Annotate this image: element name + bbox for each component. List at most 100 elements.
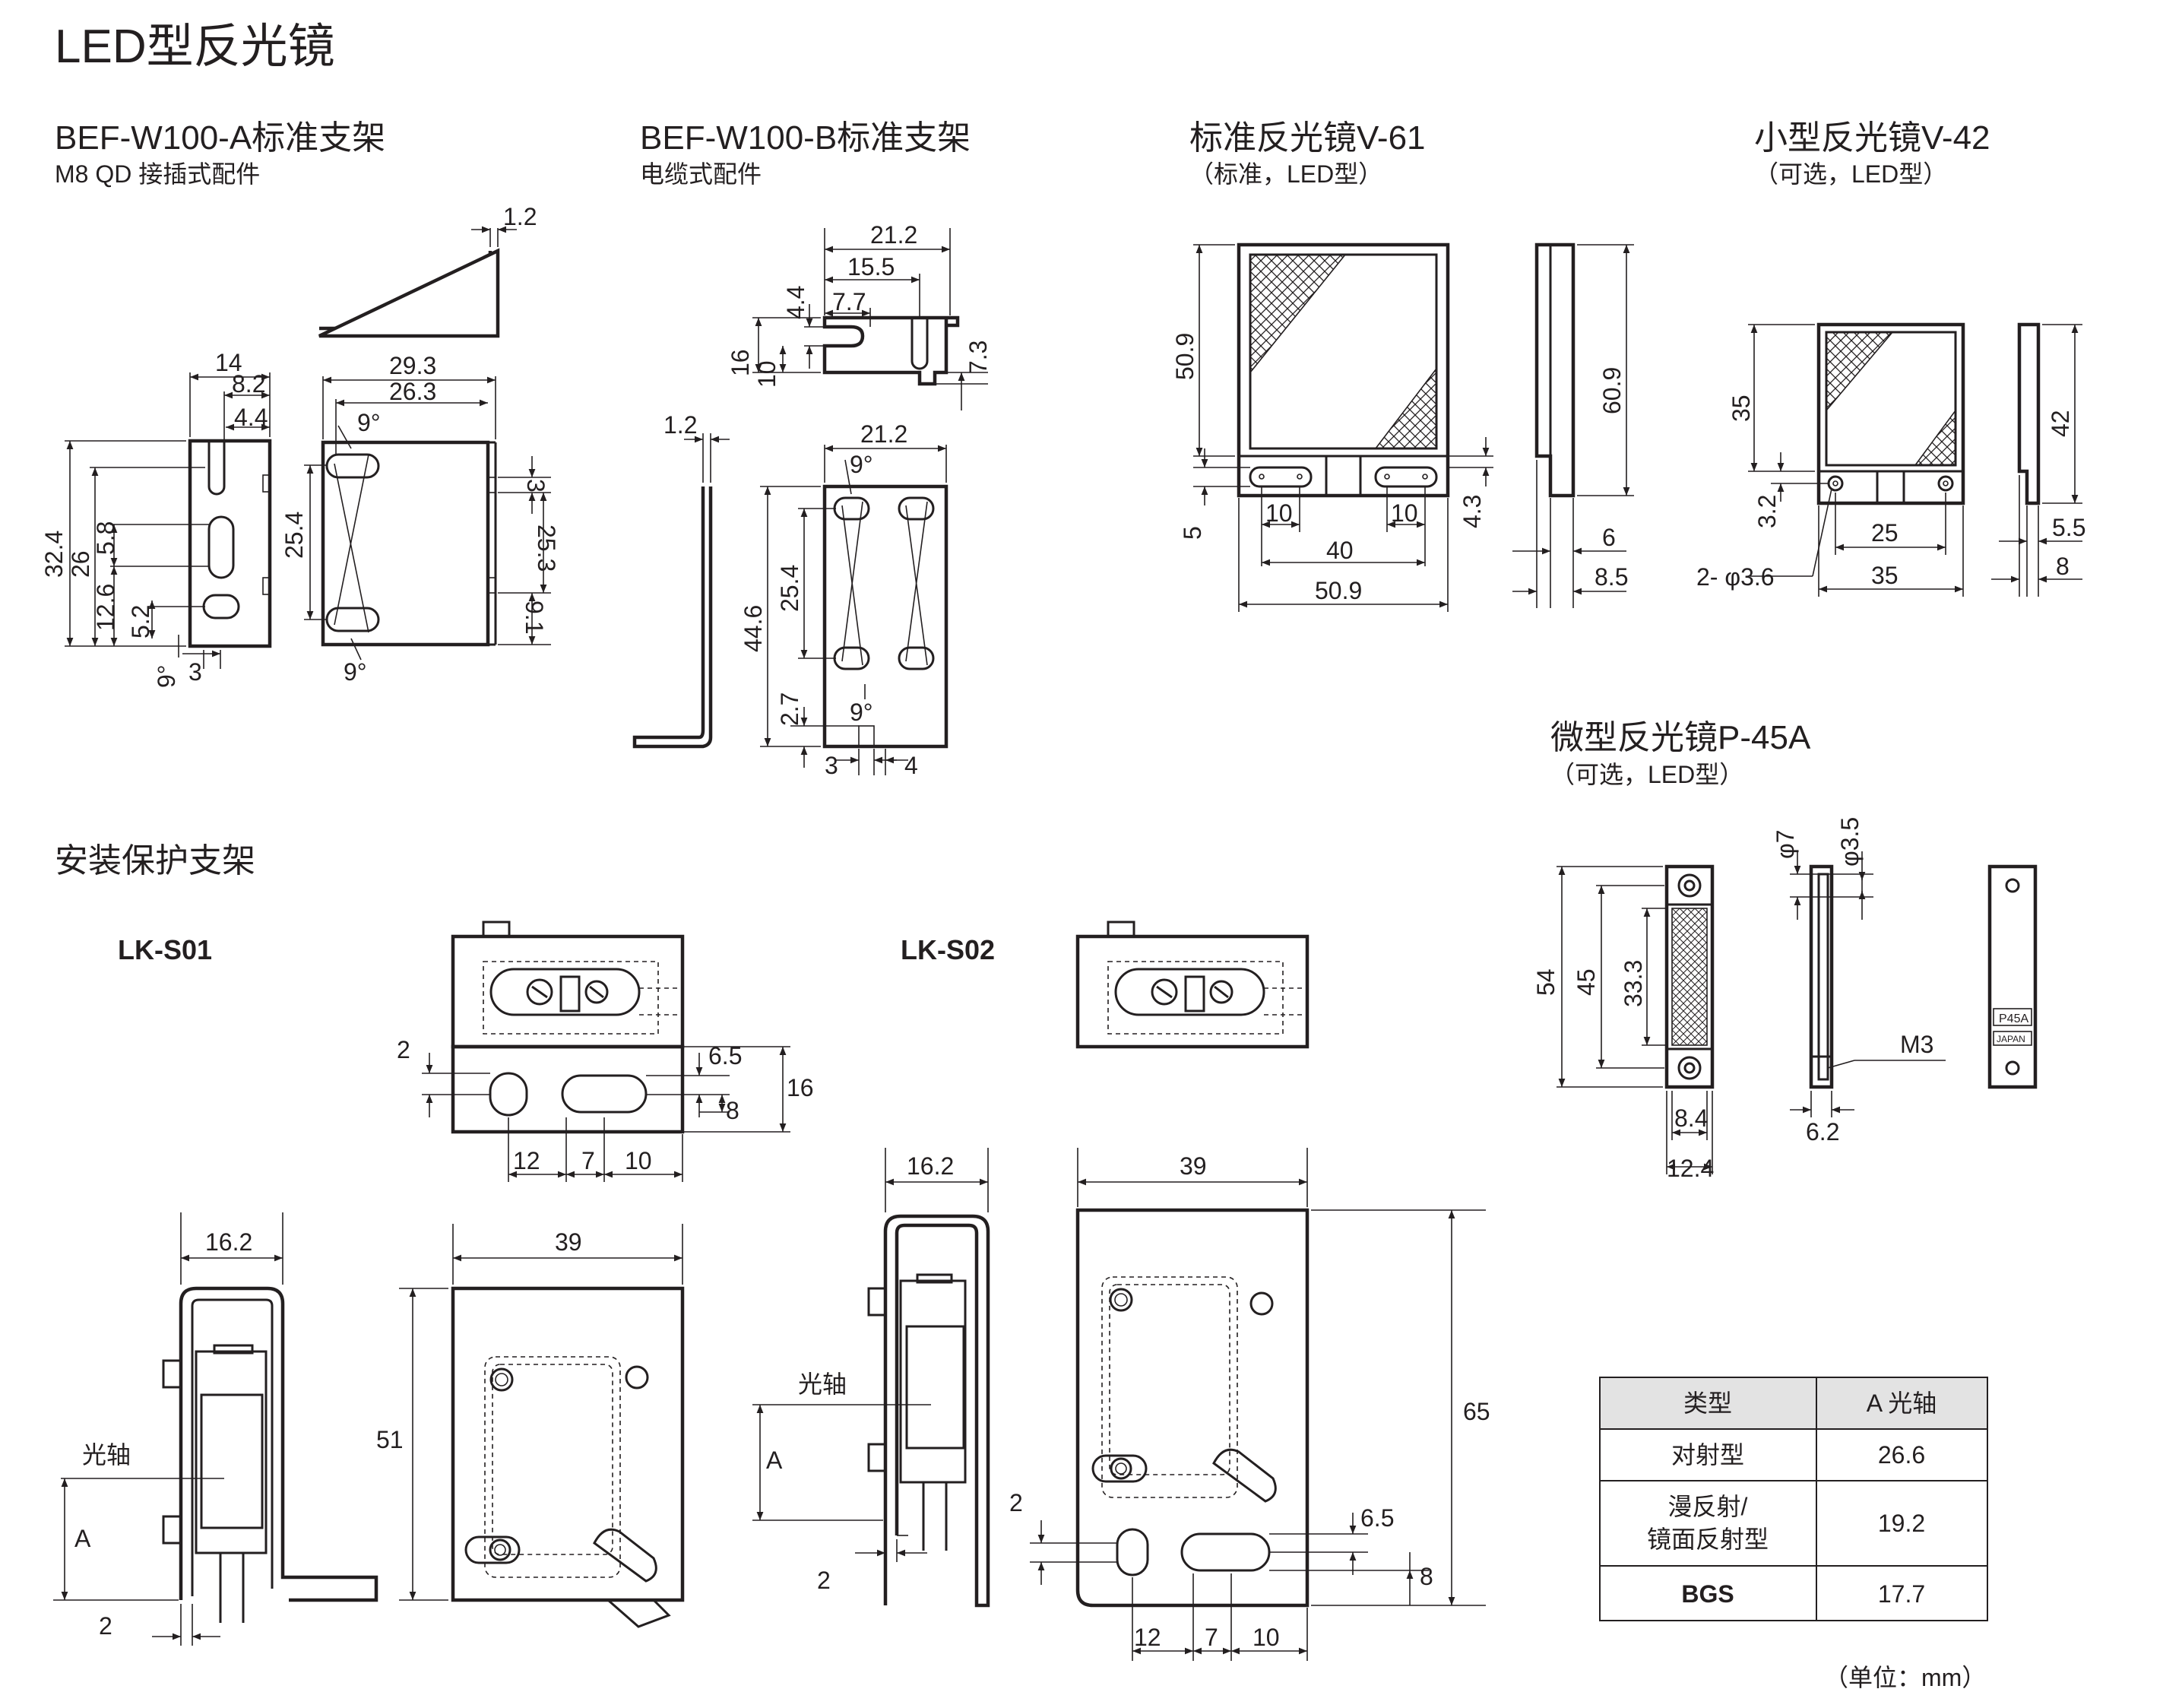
v42-dim: 3.2 [1753, 495, 1781, 528]
v61-title: 标准反光镜V-61 [1189, 119, 1426, 157]
v42-dim: 42 [2047, 410, 2074, 437]
bef-a-dim: 3 [522, 479, 549, 493]
p45a-dim: M3 [1900, 1031, 1933, 1058]
lks02-dim: 39 [1180, 1152, 1207, 1180]
lks01-dim: 39 [555, 1228, 582, 1256]
v61-dim: 10 [1391, 499, 1418, 527]
v42-dim: 2- φ3.6 [1696, 563, 1775, 591]
p45a-dim: 33.3 [1620, 960, 1647, 1007]
bef-b-dim: 44.6 [739, 605, 767, 652]
table-cell-value: 26.6 [1878, 1441, 1925, 1469]
page-title: LED型反光镜 [55, 21, 335, 73]
bef-b-dim: 16 [727, 349, 754, 376]
p45a-dim: 6.2 [1806, 1118, 1839, 1146]
bef-a-dim: 3 [188, 658, 202, 686]
bef-b-dim: 7.3 [964, 341, 992, 374]
bef-a-dim: 25.3 [533, 524, 560, 572]
bef-b-title: BEF-W100-B标准支架 [640, 119, 971, 157]
v42-dim: 35 [1871, 562, 1899, 589]
v42-title: 小型反光镜V-42 [1754, 119, 1990, 157]
v61-drawing: 标准反光镜V-61 （标准，LED型） 50.9 5 10 10 4.3 [1171, 119, 1634, 612]
table-cell-value: 17.7 [1878, 1580, 1925, 1608]
bef-a-dim: 25.4 [280, 512, 308, 559]
bef-a-dim: 26.3 [389, 378, 436, 405]
v61-dim: 5 [1179, 526, 1206, 540]
v61-dim: 50.9 [1315, 577, 1362, 604]
v61-dim: 60.9 [1598, 367, 1626, 414]
lks01-dim: 10 [625, 1147, 652, 1174]
table-cell-type: BGS [1681, 1580, 1734, 1608]
bef-a-dim: 8.2 [232, 370, 265, 398]
bef-b-subtitle: 电缆式配件 [640, 160, 762, 188]
lks01-dim: 16 [787, 1074, 814, 1101]
bef-b-dim: 4 [904, 752, 918, 779]
table-header: 类型 [1683, 1390, 1732, 1417]
bef-a-dim: 9° [344, 658, 367, 686]
p45a-dim: φ7 [1772, 829, 1799, 859]
v61-dim: 8.5 [1595, 563, 1628, 591]
lks02-dim: 65 [1463, 1398, 1490, 1425]
v42-subtitle: （可选，LED型） [1754, 160, 1947, 188]
p45a-dim: 8.4 [1674, 1104, 1708, 1132]
lks02-dim: 8 [1420, 1563, 1433, 1590]
bef-b-dim: 3 [825, 752, 838, 779]
bef-a-dim: 9° [153, 664, 180, 688]
bef-a-dim: 1.2 [503, 203, 537, 230]
table-header: A 光轴 [1867, 1390, 1937, 1417]
lks02-dim: 2 [817, 1567, 831, 1594]
v42-dim: 8 [2056, 553, 2070, 580]
bef-b-dim: 4.4 [782, 286, 809, 319]
bef-b-dim: 10 [753, 360, 781, 388]
lks02-drawing: LK-S02 16.2 光轴 A 2 [752, 921, 1490, 1661]
lks01-dim: 7 [581, 1147, 595, 1174]
lks01-dim: 51 [376, 1426, 404, 1453]
lks02-dim: 7 [1205, 1624, 1218, 1651]
lks02-dim: 2 [1009, 1489, 1023, 1516]
table-cell-value: 19.2 [1878, 1510, 1925, 1537]
p45a-plate-text: P45A [1999, 1012, 2028, 1025]
v42-dim: 25 [1871, 519, 1899, 547]
bef-b-dim: 9° [850, 699, 873, 726]
lks01-dim: 12 [513, 1147, 540, 1174]
bef-b-dim: 2.7 [776, 692, 803, 726]
lks01-dim: 16.2 [205, 1228, 252, 1256]
v61-dim: 10 [1265, 499, 1293, 527]
bef-a-dim: 9° [357, 409, 381, 436]
v42-drawing: 小型反光镜V-42 （可选，LED型） 35 3.2 2- φ3.6 25 35… [1696, 119, 2085, 597]
v61-dim: 4.3 [1458, 495, 1486, 528]
p45a-dim: 45 [1572, 968, 1600, 996]
p45a-title: 微型反光镜P-45A [1550, 719, 1811, 756]
bef-a-dim: 29.3 [389, 352, 436, 379]
v42-dim: 35 [1728, 395, 1755, 422]
v61-subtitle: （标准，LED型） [1189, 160, 1382, 188]
bef-b-dim: 15.5 [847, 253, 895, 280]
table-cell-type: 漫反射/ [1668, 1493, 1748, 1520]
bef-a-dim: 26 [67, 550, 94, 578]
lks02-dim: 6.5 [1360, 1504, 1394, 1532]
optical-axis-table: 类型 A 光轴 对射型 26.6 漫反射/ 镜面反射型 19.2 BGS 17.… [1599, 1377, 1988, 1621]
bef-b-dim: 7.7 [832, 288, 866, 315]
bef-a-dim: 14 [215, 349, 242, 376]
lks01-dim: 2 [99, 1612, 112, 1640]
bef-b-drawing: BEF-W100-B标准支架 电缆式配件 21.2 15.5 7.7 4.4 1… [632, 119, 992, 779]
p45a-plate-text: JAPAN [1997, 1034, 2025, 1044]
v61-dim: 6 [1602, 524, 1616, 551]
lks01-dim: 8 [726, 1097, 739, 1124]
lks02-dim: 10 [1253, 1624, 1280, 1651]
lks02-axis-label: 光轴 [798, 1371, 847, 1398]
bef-a-drawing: BEF-W100-A标准支架 M8 QD 接插式配件 1.2 14 8.2 4.… [40, 119, 560, 688]
p45a-dim: 54 [1532, 968, 1560, 996]
lks01-drawing: LK-S01 2 6.5 16 8 12 7 10 [53, 921, 814, 1646]
bef-a-dim: 32.4 [40, 531, 68, 578]
lks01-label: LK-S01 [118, 934, 212, 965]
lks01-axis-label: 光轴 [82, 1441, 131, 1469]
bef-b-dim: 25.4 [776, 565, 803, 612]
lks01-a-label: A [74, 1525, 91, 1552]
bef-b-dim: 9° [850, 451, 873, 478]
bef-a-dim: 5.2 [127, 605, 154, 639]
lks01-dim: 2 [397, 1036, 410, 1063]
v61-dim: 40 [1326, 537, 1354, 564]
lks02-label: LK-S02 [901, 934, 995, 965]
bef-a-subtitle: M8 QD 接插式配件 [55, 160, 260, 188]
